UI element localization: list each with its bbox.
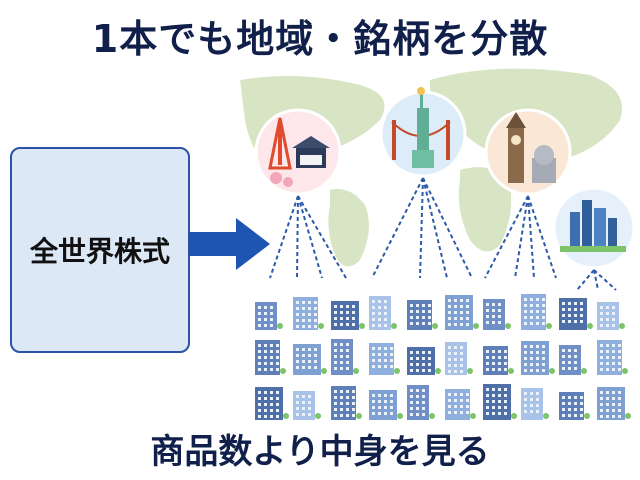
page-subtitle: 商品数より中身を見る — [150, 432, 490, 472]
building-icon — [369, 296, 397, 330]
building-icon — [255, 340, 286, 375]
dashed-arrows — [269, 177, 617, 291]
building-icon — [559, 345, 587, 375]
building-icon — [521, 294, 552, 330]
building-icon — [331, 339, 359, 375]
building-icon — [521, 388, 549, 420]
building-icon — [445, 389, 476, 420]
building-icon — [293, 391, 321, 420]
landmark-europe — [484, 108, 572, 196]
building-icon — [559, 392, 590, 420]
building-icon — [331, 301, 365, 330]
building-icon — [407, 347, 441, 375]
building-icon — [597, 387, 631, 420]
building-icon — [369, 343, 400, 375]
buildings-grid — [255, 294, 631, 420]
building-icon — [407, 300, 438, 330]
building-icon — [521, 341, 555, 375]
building-icon — [293, 344, 327, 375]
building-icon — [293, 297, 324, 330]
building-icon — [331, 386, 362, 420]
building-icon — [483, 384, 517, 420]
building-icon — [483, 346, 514, 375]
right-arrow-icon — [190, 218, 270, 270]
global-stock-label: 全世界株式 — [29, 235, 170, 268]
building-icon — [407, 385, 435, 420]
building-icon — [597, 340, 628, 375]
building-icon — [597, 302, 625, 330]
page-title: 1本でも地域・銘柄を分散 — [91, 17, 549, 61]
building-icon — [445, 342, 473, 375]
building-icon — [255, 302, 283, 330]
building-icon — [483, 299, 511, 330]
landmark-skyline — [552, 186, 636, 270]
building-icon — [559, 298, 593, 330]
global-stock-box: 全世界株式 — [10, 147, 190, 353]
building-icon — [369, 390, 403, 420]
building-icon — [445, 295, 479, 330]
building-icon — [255, 387, 289, 420]
landmark-japan — [254, 108, 342, 196]
landmark-usa — [379, 87, 467, 178]
